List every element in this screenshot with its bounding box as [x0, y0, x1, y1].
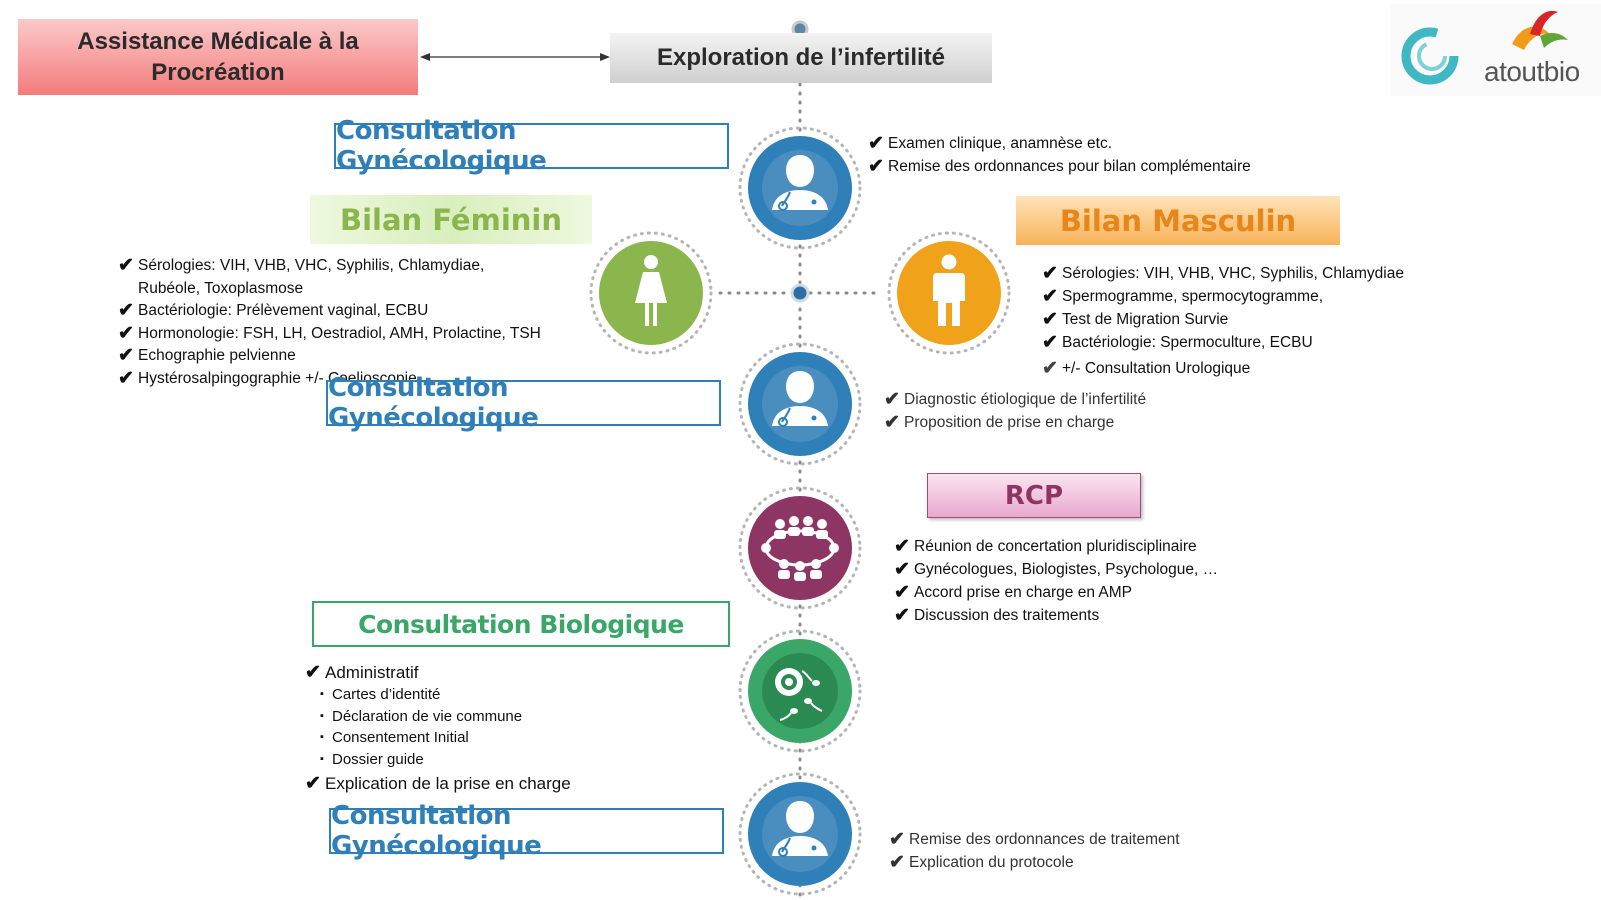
list-item: ✔Bactériologie: Spermoculture, ECBU	[1042, 332, 1313, 353]
rcp-list: ✔Réunion de concertation pluridisciplina…	[894, 535, 1218, 627]
female-icon	[587, 229, 715, 357]
list-item: ✔Sérologies: VIH, VHB, VHC, Syphilis, Ch…	[1042, 263, 1404, 284]
list-item: ✔Echographie pelvienne	[118, 345, 296, 366]
doctor-icon	[736, 770, 864, 898]
list-item: ✔Gynécologues, Biologistes, Psychologue,…	[894, 559, 1219, 580]
egg-sperm-icon	[736, 627, 864, 755]
meeting-icon	[736, 484, 864, 612]
list-item: ▪Dossier guide	[320, 750, 424, 768]
exploration-title-box: Exploration de l’infertilité	[610, 33, 992, 83]
logo-hummingbird-icon	[1512, 10, 1568, 50]
logo: atoutbio	[1390, 4, 1601, 96]
doctor-icon	[736, 124, 864, 252]
bilan-masculin-list: ✔Sérologies: VIH, VHB, VHC, Syphilis, Ch…	[1042, 262, 1404, 380]
consult-gyn-2-title: Consultation Gynécologique	[326, 373, 721, 433]
list-item: ✔Discussion des traitements	[894, 605, 1100, 626]
list-item: ▪Consentement Initial	[320, 729, 469, 746]
list-item: ✔Remise des ordonnances pour bilan compl…	[868, 156, 1251, 177]
consult-bio-list-2: ✔Explication de la prise en charge	[305, 772, 571, 795]
list-item: ✔Hormonologie: FSH, LH, Oestradiol, AMH,…	[118, 322, 541, 344]
bilan-feminin-title: Bilan Féminin	[310, 195, 592, 244]
consult-bio-sublist: ▪Cartes d’identité ▪Déclaration de vie c…	[318, 684, 522, 770]
consult-gyn-1-list: ✔Examen clinique, anamnèse etc. ✔Remise …	[868, 132, 1251, 178]
consult-gyn-2-list: ✔Diagnostic étiologique de l’infertilité…	[884, 388, 1146, 434]
list-item: ✔Sérologies: VIH, VHB, VHC, Syphilis, Ch…	[118, 255, 485, 297]
list-item: ✔Explication de la prise en charge	[305, 773, 571, 794]
male-icon	[885, 229, 1013, 357]
consult-gyn-3-list: ✔Remise des ordonnances de traitement ✔E…	[889, 828, 1180, 874]
list-item: ✔Proposition de prise en charge	[884, 412, 1115, 433]
list-item: ✔Réunion de concertation pluridisciplina…	[894, 536, 1197, 557]
doctor-icon	[736, 340, 864, 468]
list-item: ✔Explication du protocole	[889, 852, 1074, 873]
list-item: ✔Spermogramme, spermocytogramme,	[1042, 286, 1323, 307]
bilan-feminin-list: ✔Sérologies: VIH, VHB, VHC, Syphilis, Ch…	[118, 255, 541, 390]
list-item: ✔Remise des ordonnances de traitement	[889, 829, 1180, 850]
consult-gyn-1-title: Consultation Gynécologique	[334, 116, 729, 176]
logo-text: atoutbio	[1484, 56, 1580, 87]
list-item: ▪Cartes d’identité	[320, 686, 441, 703]
list-item: ▪Déclaration de vie commune	[320, 707, 523, 725]
logo-swirl-icon	[1401, 27, 1459, 85]
amp-title-line1: Assistance Médicale à la	[77, 27, 359, 55]
list-item: ✔Accord prise en charge en AMP	[894, 582, 1132, 603]
list-item: ✔Administratif	[305, 662, 419, 683]
list-item: ✔Bactériologie: Prélèvement vaginal, ECB…	[118, 300, 429, 321]
consult-bio-title: Consultation Biologique	[312, 601, 730, 647]
amp-title-box: Assistance Médicale à la Procréation	[18, 19, 418, 95]
amp-title-line2: Procréation	[151, 59, 285, 86]
consult-gyn-3-title: Consultation Gynécologique	[329, 801, 724, 861]
consult-bio-list: ✔Administratif	[305, 661, 419, 684]
list-item: ✔Examen clinique, anamnèse etc.	[868, 133, 1113, 154]
bilan-masculin-title: Bilan Masculin	[1016, 196, 1340, 245]
rcp-title: RCP	[927, 473, 1141, 518]
list-item: ✔Test de Migration Survie	[1042, 309, 1229, 330]
list-item: ✔Diagnostic étiologique de l’infertilité	[884, 389, 1147, 410]
exploration-title: Exploration de l’infertilité	[656, 44, 946, 71]
list-item: ✔+/- Consultation Urologique	[1042, 358, 1251, 379]
